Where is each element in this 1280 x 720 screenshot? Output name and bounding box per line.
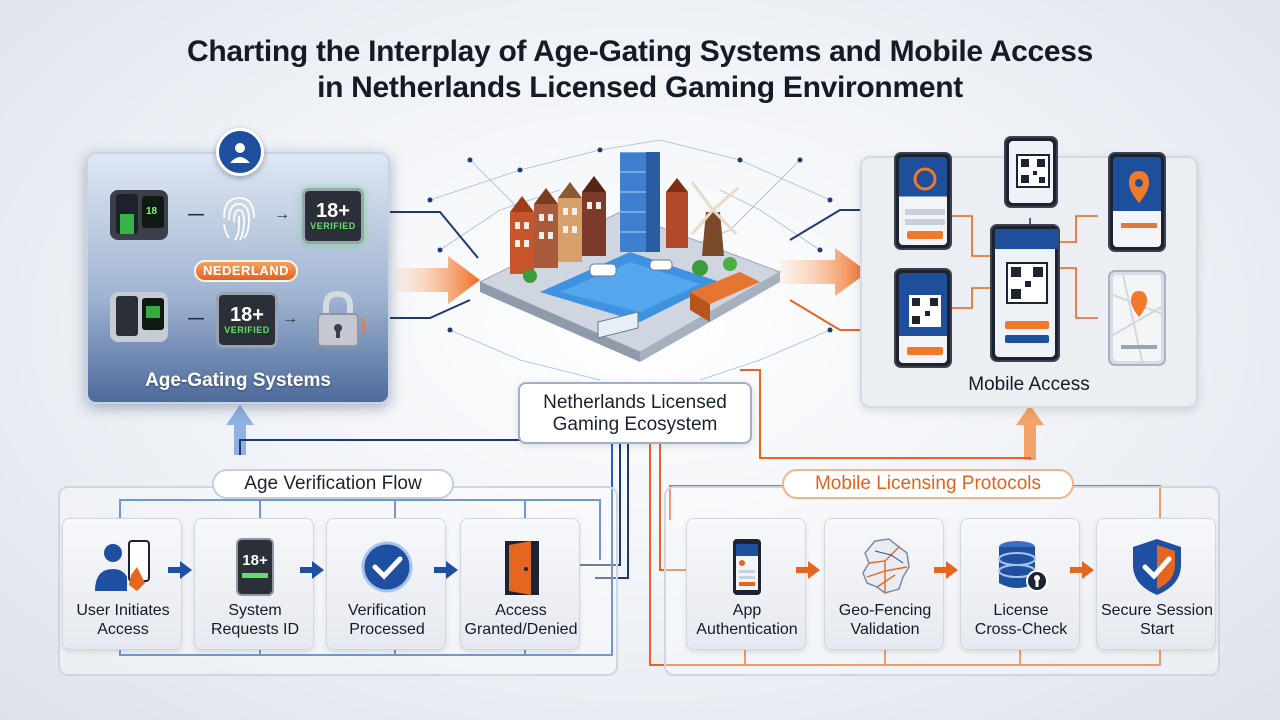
shield-check-icon bbox=[1127, 537, 1187, 597]
arrow-right-icon bbox=[934, 561, 958, 579]
arrow-right-icon: → bbox=[274, 206, 290, 223]
step-label: User Initiates Access bbox=[57, 601, 189, 639]
step-system-requests-id: 18+ System Requests ID bbox=[194, 518, 314, 650]
qr-code-icon bbox=[1004, 136, 1058, 208]
dash-icon: — bbox=[188, 206, 204, 223]
user-shield-icon bbox=[216, 128, 264, 176]
user-tap-phone-icon bbox=[93, 537, 153, 597]
phone-icon bbox=[990, 224, 1060, 362]
arrow-right-icon bbox=[300, 561, 324, 579]
step-app-authentication: App Authentication bbox=[686, 518, 806, 650]
age-gating-panel: 18 — → 18+ VERIFIED NEDERLAND — 18+ VERI… bbox=[86, 128, 390, 404]
step-label-line2: Granted/Denied bbox=[464, 621, 578, 638]
step-label: Geo-Fencing Validation bbox=[819, 601, 951, 639]
map-pin-icon bbox=[1108, 270, 1166, 366]
badge-age-text: 18+ bbox=[230, 304, 264, 326]
id-scanner-icon: 18 bbox=[106, 184, 172, 253]
netherlands-city-illustration bbox=[470, 122, 790, 362]
step-access-granted-denied: Access Granted/Denied bbox=[460, 518, 580, 650]
database-icon bbox=[991, 537, 1051, 597]
title-line-1: Charting the Interplay of Age-Gating Sys… bbox=[186, 35, 1094, 68]
id-scanner-icon bbox=[106, 286, 172, 355]
step-label: App Authentication bbox=[681, 601, 813, 639]
step-label: System Requests ID bbox=[189, 601, 321, 639]
phone-app-screen bbox=[894, 152, 952, 250]
step-label: Verification Processed bbox=[321, 601, 453, 639]
id-badge-text: 18+ bbox=[242, 552, 268, 569]
ecosystem-label-line2: Gaming Ecosystem bbox=[552, 414, 718, 435]
title-line-2: in Netherlands Licensed Gaming Environme… bbox=[317, 71, 963, 104]
arrow-right-icon bbox=[168, 561, 192, 579]
padlock-icon bbox=[308, 288, 368, 355]
svg-text:18: 18 bbox=[146, 206, 158, 217]
ecosystem-label: Netherlands Licensed Gaming Ecosystem bbox=[518, 382, 752, 444]
verified-badge-bottom: 18+ VERIFIED bbox=[216, 292, 278, 348]
phone-app-icon bbox=[717, 537, 777, 597]
arrow-right-icon bbox=[1070, 561, 1094, 579]
mobile-access-panel: Mobile Access bbox=[860, 136, 1198, 408]
badge-age-text: 18+ bbox=[316, 200, 350, 222]
netherlands-map-icon bbox=[855, 537, 915, 597]
step-label-line1: Geo-Fencing bbox=[838, 602, 932, 619]
step-label: Access Granted/Denied bbox=[455, 601, 587, 639]
dash-icon: — bbox=[188, 310, 204, 327]
mobile-access-label: Mobile Access bbox=[968, 374, 1090, 395]
diagram-title: Charting the Interplay of Age-Gating Sys… bbox=[0, 34, 1280, 106]
region-pill: NEDERLAND bbox=[194, 260, 298, 282]
step-label-line1: Secure Session bbox=[1100, 602, 1214, 619]
step-label-line2: Validation bbox=[850, 621, 920, 638]
arrow-right-icon bbox=[796, 561, 820, 579]
arrow-right-icon: → bbox=[282, 310, 298, 327]
step-label: Secure Session Start bbox=[1091, 601, 1223, 639]
step-label-line1: User Initiates bbox=[76, 602, 170, 619]
step-label-line1: Verification bbox=[347, 602, 427, 619]
check-circle-icon bbox=[357, 537, 417, 597]
step-label-line1: App bbox=[732, 602, 762, 619]
step-label-line2: Authentication bbox=[696, 621, 798, 638]
age-gating-label: Age-Gating Systems bbox=[145, 370, 331, 391]
step-verification-processed: Verification Processed bbox=[326, 518, 446, 650]
step-label-line2: Requests ID bbox=[210, 621, 300, 638]
fingerprint-icon bbox=[216, 192, 262, 249]
arrow-right-icon bbox=[434, 561, 458, 579]
step-label-line2: Access bbox=[97, 621, 149, 638]
age-flow-title: Age Verification Flow bbox=[212, 469, 454, 499]
badge-verified-text: VERIFIED bbox=[224, 325, 270, 335]
ecosystem-label-line1: Netherlands Licensed bbox=[543, 392, 727, 413]
verified-badge-top: 18+ VERIFIED bbox=[302, 188, 364, 244]
step-label-line1: System bbox=[228, 602, 282, 619]
step-license-cross-check: License Cross-Check bbox=[960, 518, 1080, 650]
mobile-flow-title: Mobile Licensing Protocols bbox=[782, 469, 1074, 499]
step-label: License Cross-Check bbox=[955, 601, 1087, 639]
id-18-plus-icon: 18+ bbox=[225, 537, 285, 597]
door-icon bbox=[491, 537, 551, 597]
step-label-line2: Processed bbox=[349, 621, 425, 638]
step-secure-session: Secure Session Start bbox=[1096, 518, 1216, 650]
badge-verified-text: VERIFIED bbox=[310, 221, 356, 231]
step-geo-fencing: Geo-Fencing Validation bbox=[824, 518, 944, 650]
qr-code-icon bbox=[894, 268, 952, 368]
step-label-line2: Cross-Check bbox=[974, 621, 1068, 638]
step-label-line2: Start bbox=[1140, 621, 1174, 638]
step-label-line1: Access bbox=[495, 602, 547, 619]
map-pin-icon bbox=[1108, 152, 1166, 252]
step-user-initiates: User Initiates Access bbox=[62, 518, 182, 650]
step-label-line1: License bbox=[993, 602, 1049, 619]
